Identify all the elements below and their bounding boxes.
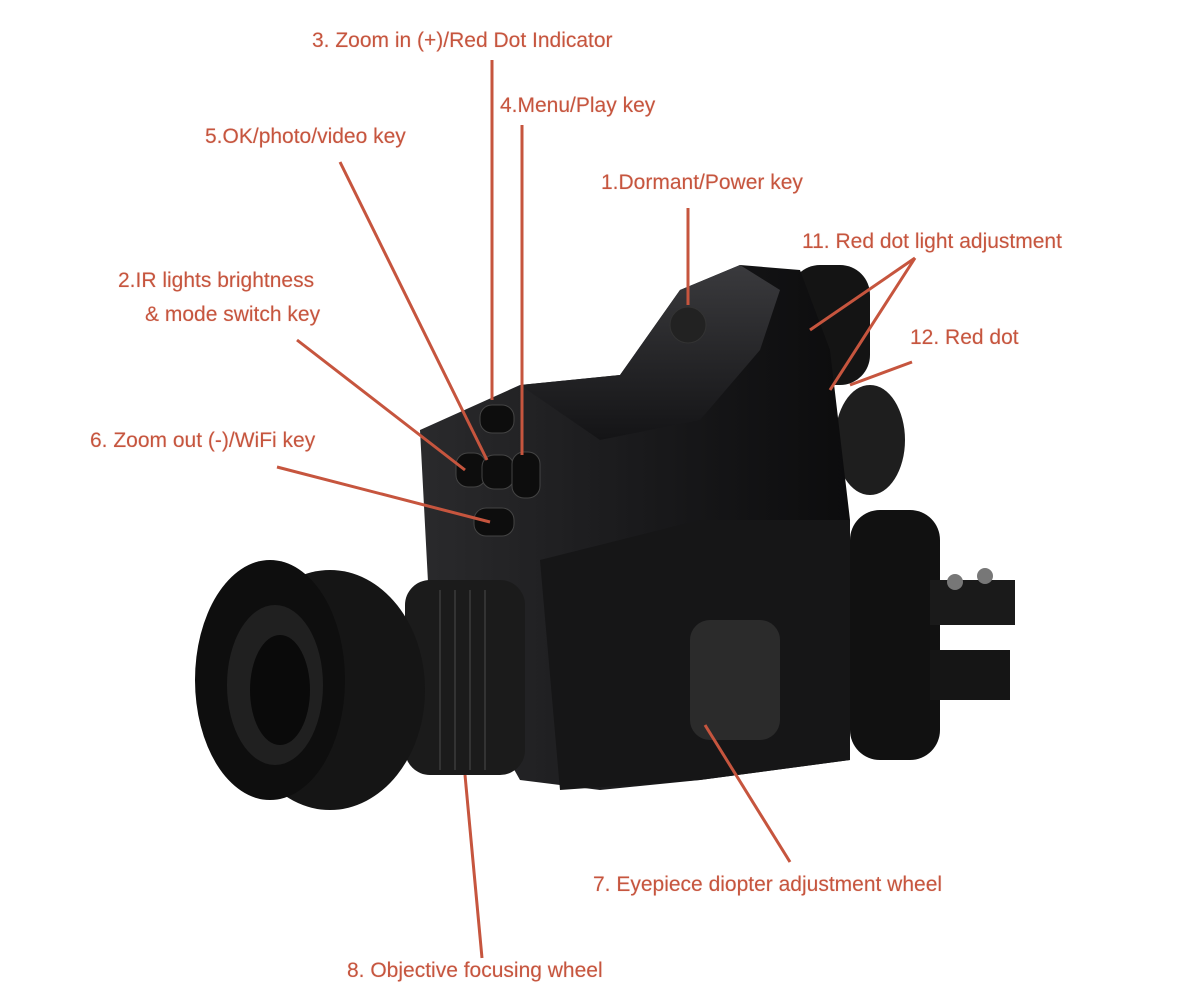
label-zoom-out: 6. Zoom out (-)/WiFi key — [90, 429, 316, 452]
leader-lines — [276, 60, 917, 959]
grip-pad — [690, 620, 780, 740]
control-buttons — [455, 404, 541, 537]
label-ir-line1: 2.IR lights brightness — [118, 269, 315, 292]
label-ir-line2: & mode switch key — [145, 303, 321, 326]
label-menu-play: 4.Menu/Play key — [500, 94, 656, 117]
label-red-dot: 12. Red dot — [910, 326, 1019, 349]
label-zoom-in: 3. Zoom in (+)/Red Dot Indicator — [312, 29, 613, 52]
label-ok-photo: 5.OK/photo/video key — [205, 125, 406, 148]
label-power: 1.Dormant/Power key — [601, 171, 803, 194]
label-diopter: 7. Eyepiece diopter adjustment wheel — [593, 873, 943, 896]
label-focus: 8. Objective focusing wheel — [347, 959, 603, 982]
mount-clamp — [850, 510, 1015, 760]
objective-focus-wheel — [405, 580, 525, 775]
label-red-dot-adjust: 11. Red dot light adjustment — [802, 230, 1062, 253]
eyecup — [195, 560, 425, 810]
power-button — [669, 306, 707, 344]
